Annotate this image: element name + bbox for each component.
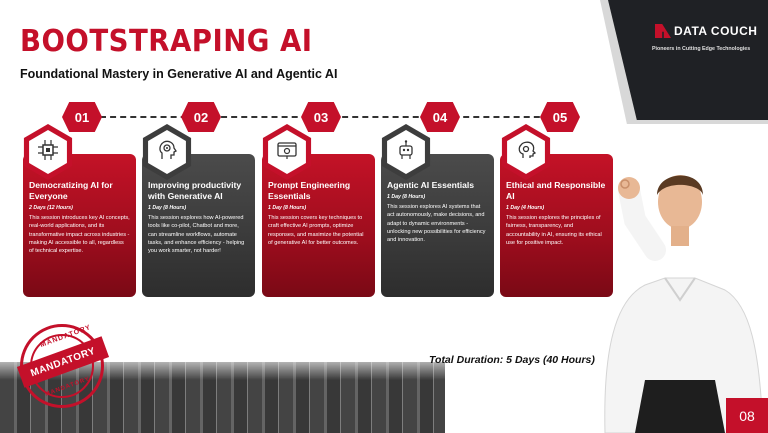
brain-gear-icon <box>515 139 537 166</box>
module-duration: 1 Day (8 Hours) <box>148 205 187 211</box>
module-duration: 1 Day (4 Hours) <box>506 205 545 211</box>
module-card-02: Improving productivity with Generative A… <box>142 154 255 297</box>
module-duration: 1 Day (8 Hours) <box>268 205 307 211</box>
step-badge-03: 03 <box>301 102 341 132</box>
page-subtitle: Foundational Mastery in Generative AI an… <box>20 67 338 81</box>
step-badge-04: 04 <box>420 102 460 132</box>
brand-tagline: Pioneers in Cutting Edge Technologies <box>652 46 751 52</box>
module-card-01: Democratizing AI for Everyone 2 Days (12… <box>23 154 136 297</box>
presenter-photo <box>604 175 764 433</box>
module-description: This session explores how AI-powered too… <box>148 215 245 255</box>
step-badge-05: 05 <box>540 102 580 132</box>
module-description: This session introduces key AI concepts,… <box>29 215 130 255</box>
module-title: Ethical and Responsible AI <box>506 180 606 201</box>
module-title: Agentic AI Essentials <box>387 180 475 190</box>
module-title: Democratizing AI for Everyone <box>29 180 113 201</box>
module-title: Prompt Engineering Essentials <box>268 180 351 201</box>
prompt-window-icon <box>276 139 298 166</box>
total-duration: Total Duration: 5 Days (40 Hours) <box>429 354 595 366</box>
robot-agent-icon <box>395 139 417 166</box>
cpu-chip-icon <box>37 139 59 166</box>
module-description: This session explores the principles of … <box>506 215 602 246</box>
brand-name: DATA COUCH <box>674 24 758 38</box>
corner-brand-panel <box>608 0 768 120</box>
module-duration: 2 Days (12 Hours) <box>29 205 73 211</box>
step-badge-02: 02 <box>181 102 221 132</box>
gears-head-icon <box>156 139 178 166</box>
module-card-05: Ethical and Responsible AI 1 Day (4 Hour… <box>500 154 613 297</box>
module-card-03: Prompt Engineering Essentials 1 Day (8 H… <box>262 154 375 297</box>
module-description: This session explores AI systems that ac… <box>387 204 486 244</box>
page-title: BOOTSTRAPING AI <box>20 24 313 59</box>
module-duration: 1 Day (8 Hours) <box>387 194 426 200</box>
step-badge-01: 01 <box>62 102 102 132</box>
module-title: Improving productivity with Generative A… <box>148 180 242 201</box>
module-card-04: Agentic AI Essentials 1 Day (8 Hours) Th… <box>381 154 494 297</box>
page-number: 08 <box>726 398 768 433</box>
module-description: This session covers key techniques to cr… <box>268 215 364 246</box>
